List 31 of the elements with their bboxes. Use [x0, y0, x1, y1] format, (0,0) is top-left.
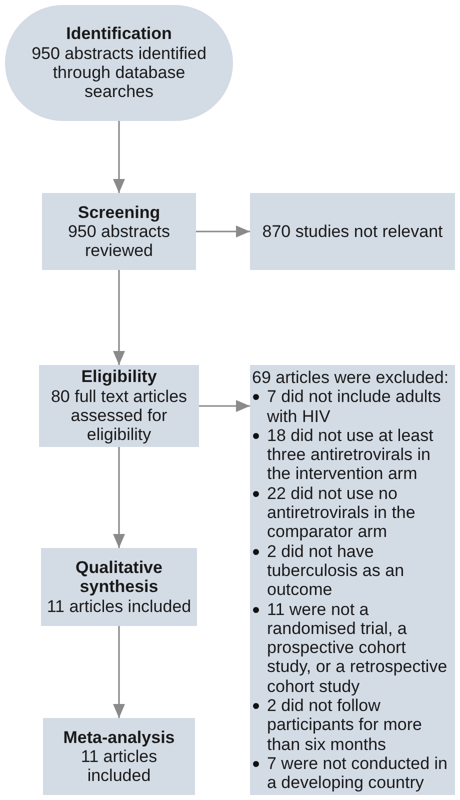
arrow: [113, 270, 125, 365]
arrow: [113, 626, 125, 718]
box-text: 11 articles included: [80, 746, 158, 786]
list-item: 11 were not a randomised trial, a prospective cohort study, or a retrospective cohort study: [267, 600, 448, 696]
box-heading: Screening: [78, 202, 160, 222]
process-box: [39, 365, 199, 447]
list-item: 2 did not follow participants for more than six months: [267, 696, 423, 754]
arrow: [113, 121, 125, 193]
box-heading: Qualitative synthesis: [74, 558, 164, 597]
exclusion-box: [250, 193, 455, 270]
process-box: [42, 193, 196, 270]
list-item: 18 did not use at least three antiretrovirals in the intervention arm: [267, 426, 434, 484]
process-box: [41, 548, 197, 626]
box-text: 11 articles included: [46, 596, 192, 616]
box-heading: Identification: [66, 24, 172, 44]
process-box: [43, 718, 195, 795]
box-heading: Meta-analysis: [63, 728, 175, 747]
list-item: 7 did not include adults with HIV: [267, 387, 442, 426]
box-text: 950 abstracts reviewed: [66, 222, 172, 260]
arrow: [113, 447, 125, 548]
box-text: 80 full text articles assessed for eligibility: [50, 386, 188, 445]
exclusion-box: [250, 365, 455, 795]
box-heading: Eligibility: [81, 367, 157, 387]
list-item: 22 did not use no antiretrovirals in the comparator arm: [267, 484, 416, 542]
arrow: [196, 226, 250, 238]
box-text: 950 abstracts identified through database searches: [30, 44, 208, 102]
arrow: [199, 400, 250, 412]
list-item: 7 were not conducted in a developing country: [267, 754, 449, 793]
list-heading: 69 articles were excluded:: [252, 368, 450, 388]
box-text: 870 studies not relevant: [262, 222, 443, 242]
list-item: 2 did not have tuberculosis as an outcome: [267, 542, 406, 600]
